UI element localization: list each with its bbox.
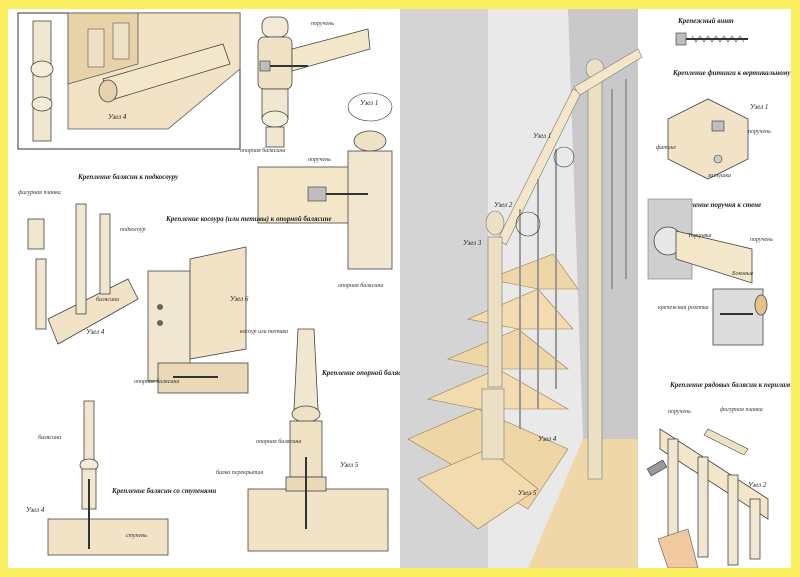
detail-6-baluster: балясина <box>38 434 61 441</box>
fitting-nut: заглушка <box>707 173 731 179</box>
staircase-diagram: Узел 4 поручень Узел 1 опорная балясина … <box>17 9 791 568</box>
fitting-node: Узел 1 <box>750 103 768 111</box>
rail-title: Крепление рядовых балясин к перилам <box>669 381 790 389</box>
stair-node-3: Узел 3 <box>463 239 482 247</box>
detail-4-post: опорная балясина <box>134 378 179 385</box>
wall-panel: Крепление поручня к стене Торцовка поруч… <box>647 198 773 346</box>
detail-6-title: Крепление балясин со ступенями <box>111 487 216 495</box>
detail-5-node: Узел 5 <box>340 461 359 469</box>
detail-1-post: опорная балясина <box>240 147 285 154</box>
detail-6-step: ступень <box>126 533 147 539</box>
detail-3-kosour: подкосоур <box>120 226 146 233</box>
detail-2-post: опорная балясина <box>338 282 383 289</box>
detail-5-post: опорная балясина <box>256 438 301 445</box>
detail-1: поручень Узел 1 опорная балясина <box>240 16 393 154</box>
wall-handrail: поручень <box>750 237 773 243</box>
detail-2: поручень опорная балясина <box>257 130 393 289</box>
top-left-node-label: Узел 4 <box>108 113 127 121</box>
stair-node-1: Узел 1 <box>533 132 551 140</box>
wall-title: Крепление поручня к стене <box>675 201 761 209</box>
detail-6-node: Узел 4 <box>26 506 45 514</box>
staircase-main: Узел 1 Узел 2 Узел 3 Узел 4 Узел 5 <box>400 9 643 568</box>
stair-node-2: Узел 2 <box>494 201 513 209</box>
wall-bracket: Торцовка <box>688 233 711 239</box>
detail-3-node: Узел 4 <box>86 328 105 336</box>
fitting-title: Крепление фитинга к вертикальному поручн… <box>672 69 791 77</box>
detail-5-beam: балка перекрытия <box>216 469 263 476</box>
detail-top-left: Узел 4 <box>17 12 241 150</box>
detail-3-strip: фигурная планка <box>18 189 61 196</box>
rail-node: Узел 2 <box>748 481 767 489</box>
fitting-label: фитинг <box>656 144 677 151</box>
detail-1-handrail: поручень <box>311 21 334 27</box>
detail-3-baluster: балясина <box>96 296 119 303</box>
detail-3-title: Крепление балясин к подкосоуру <box>77 173 179 181</box>
baluster-shape <box>32 20 52 142</box>
detail-4-title: Крепление косоура (или тетивы) к опорной… <box>165 215 332 223</box>
detail-3: Крепление балясин к подкосоуру фигурная … <box>18 173 179 345</box>
stair-node-4: Узел 4 <box>538 435 557 443</box>
wall-label: Боковые <box>731 271 754 277</box>
screw-title: Крепежный винт <box>677 17 734 25</box>
wall-nut: крепежная розетка <box>658 305 709 311</box>
screw-panel: Крепежный винт Крепление фитинга к верти… <box>656 17 791 180</box>
detail-2-handrail: поручень <box>308 157 331 163</box>
detail-4: Крепление косоура (или тетивы) к опорной… <box>134 215 332 394</box>
detail-5: Крепление опорной балясины к перекрытию … <box>216 328 461 552</box>
detail-4-kosour: косоур или тетива <box>240 329 288 335</box>
detail-5-title: Крепление опорной балясины к перекрытию <box>321 369 461 377</box>
stair-node-5: Узел 5 <box>518 489 537 497</box>
rail-panel: Крепление рядовых балясин к перилам пору… <box>646 381 790 568</box>
detail-6: балясина Крепление балясин со ступенями … <box>26 400 216 556</box>
rail-handrail: поручень <box>668 409 691 415</box>
detail-4-node: Узел 6 <box>230 295 249 303</box>
rail-strip: фигурная планка <box>720 406 763 413</box>
detail-1-node: Узел 1 <box>360 99 378 107</box>
diagram-sheet: Узел 4 поручень Узел 1 опорная балясина … <box>8 9 791 568</box>
fitting-handrail: поручень <box>748 129 771 135</box>
